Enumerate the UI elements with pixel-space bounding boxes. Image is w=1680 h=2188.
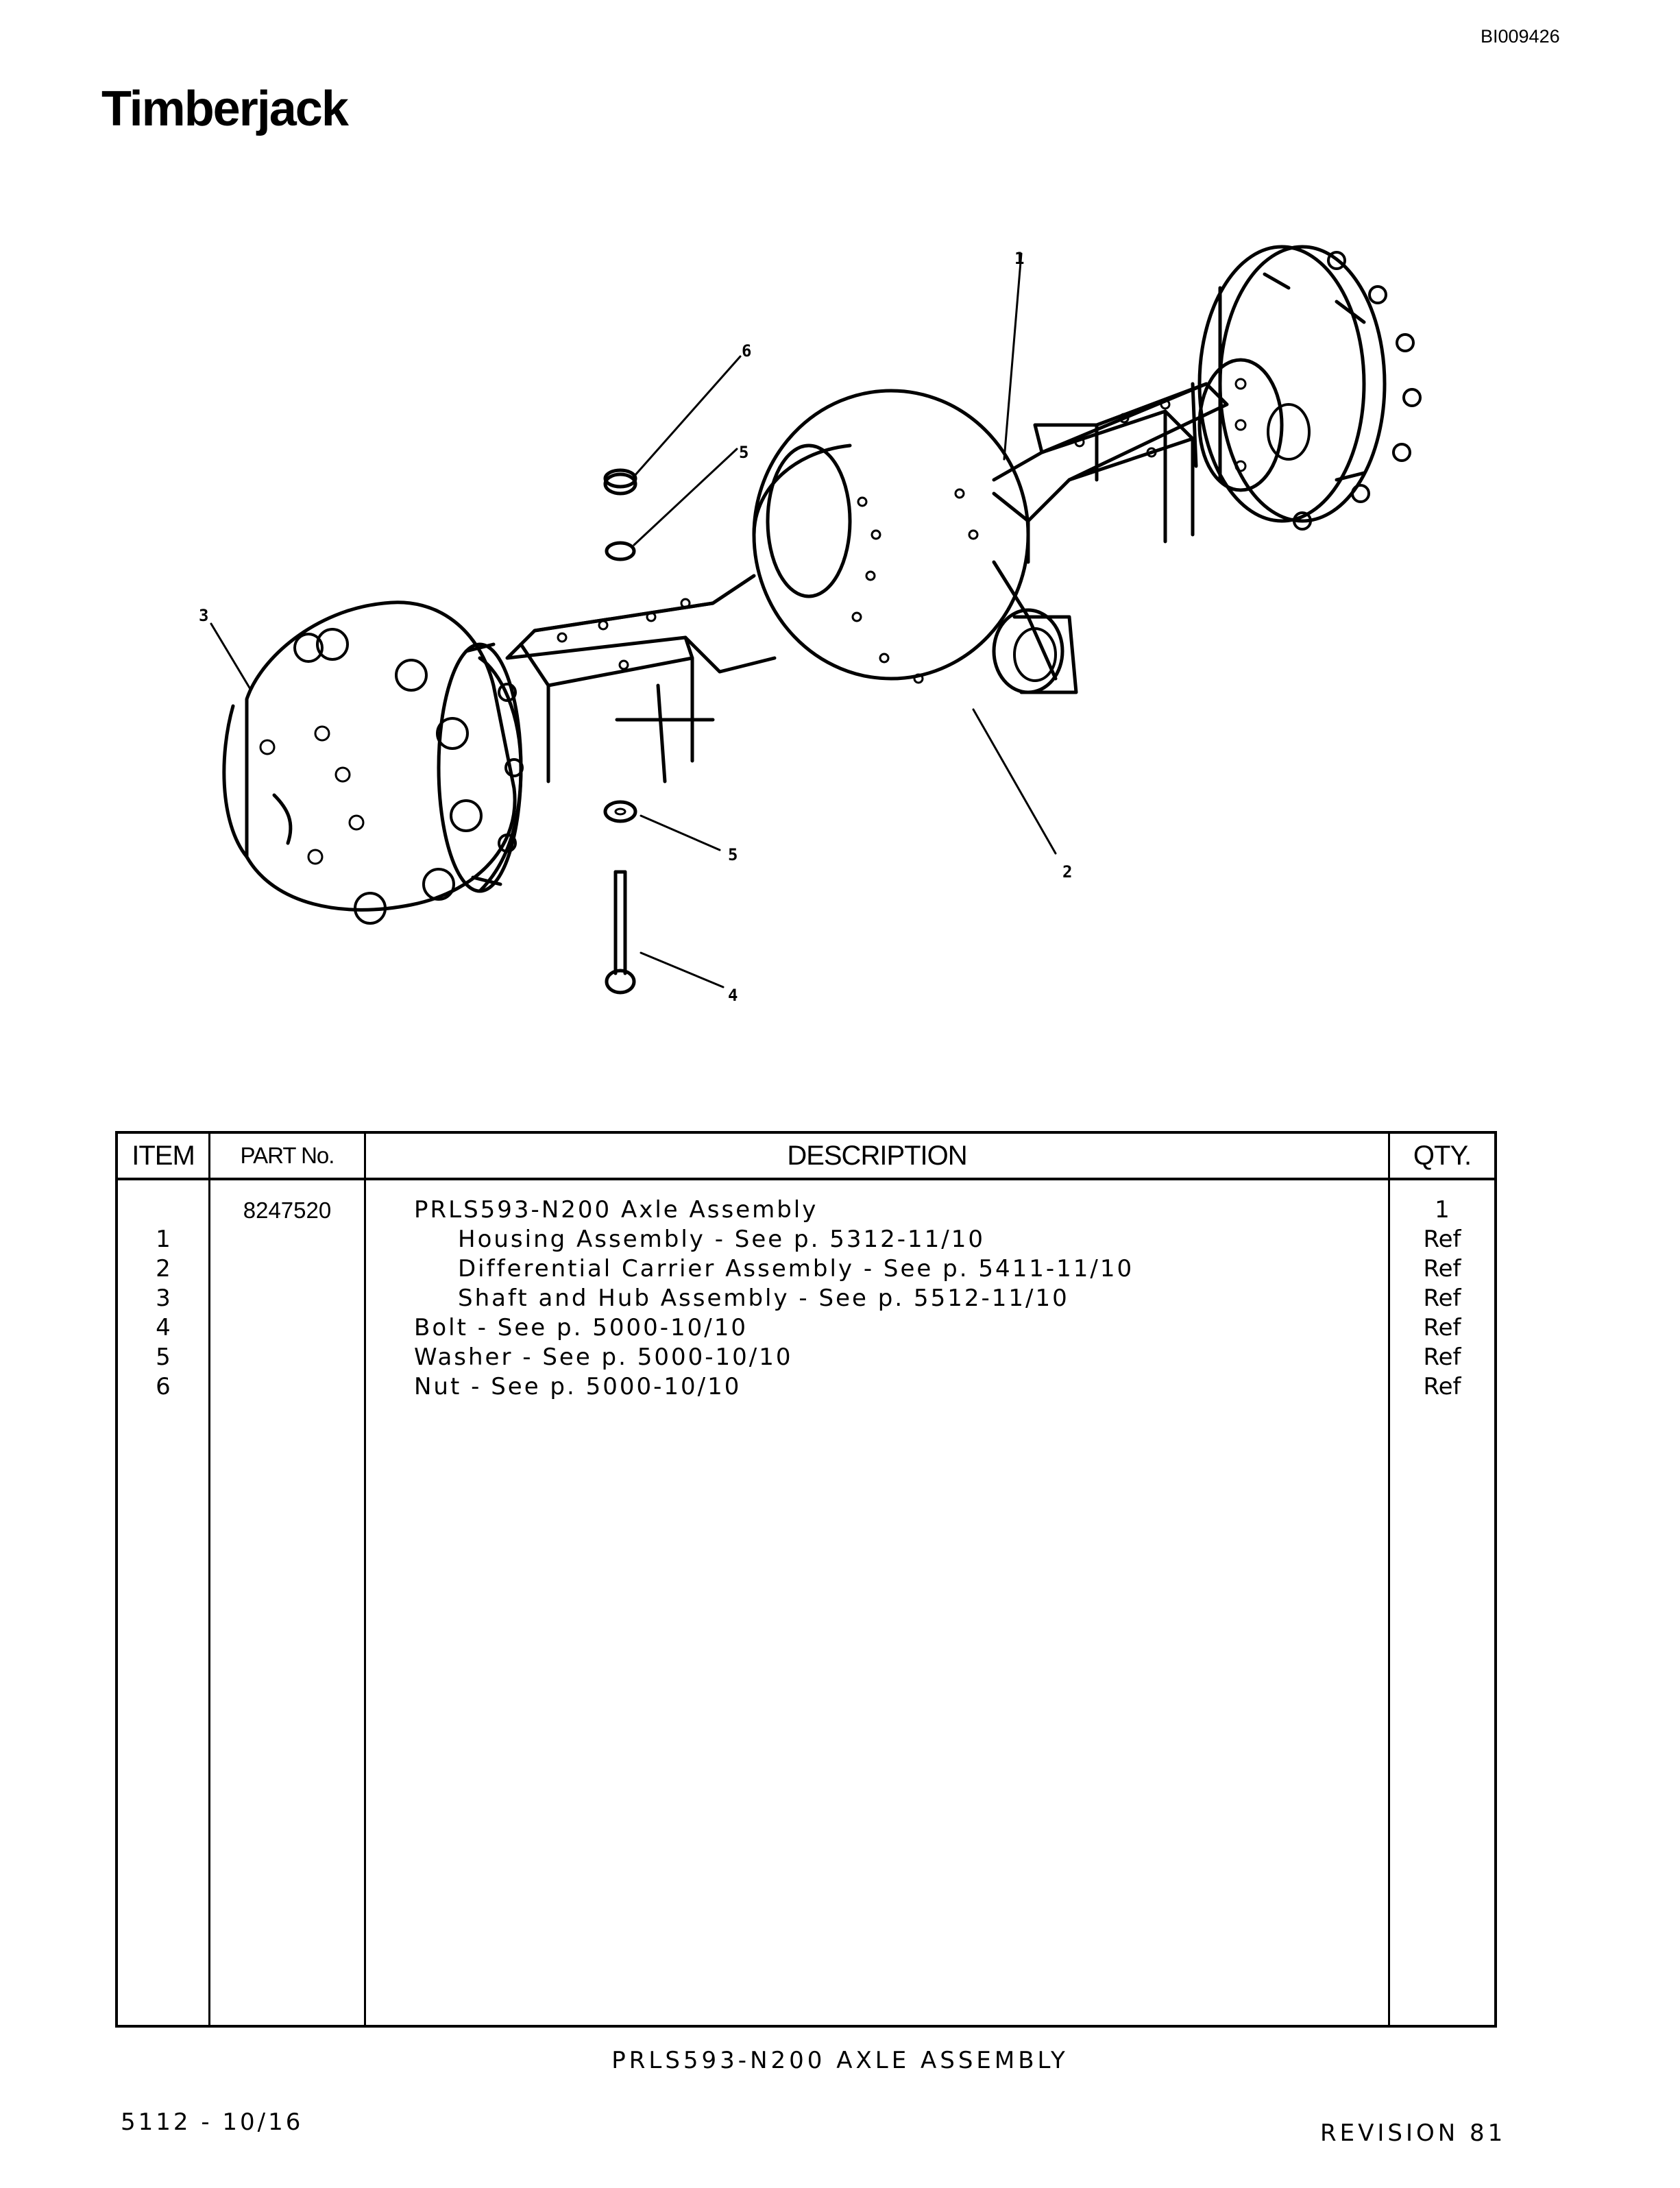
- item-cell: 2: [156, 1255, 171, 1283]
- brand-logo: Timberjack: [101, 82, 349, 136]
- callout-5-lower: 5: [728, 845, 738, 864]
- bolt-drawing: [605, 870, 636, 995]
- description-cell: PRLS593-N200 Axle Assembly: [414, 1196, 818, 1224]
- callout-3: 3: [199, 606, 208, 625]
- qty-column: 1 Ref Ref Ref Ref Ref Ref: [1388, 1179, 1497, 2026]
- description-cell: Bolt - See p. 5000-10/10: [414, 1314, 748, 1341]
- item-cell: 4: [156, 1314, 171, 1341]
- right-hub-drawing: [1191, 245, 1422, 531]
- left-hub-drawing: [222, 600, 524, 925]
- qty-cell: Ref: [1423, 1226, 1461, 1253]
- description-cell: Shaft and Hub Assembly - See p. 5512-11/…: [458, 1285, 1069, 1312]
- differential-housing-drawing: [752, 389, 1078, 694]
- description-cell: Nut - See p. 5000-10/10: [414, 1373, 742, 1400]
- part-no-cell: 8247520: [243, 1198, 332, 1223]
- item-cell: [119, 1195, 208, 1225]
- header-item: ITEM: [115, 1131, 210, 1180]
- header-part-no: PART No.: [208, 1131, 366, 1180]
- item-cell: 6: [156, 1373, 171, 1400]
- part-no-column: 8247520: [208, 1179, 366, 2026]
- callout-1: 1: [1014, 249, 1024, 268]
- callout-5-upper: 5: [739, 443, 748, 462]
- document-id: BI009426: [1481, 26, 1560, 47]
- axle-assembly-illustration: 1 2 3 4 5 5 6: [199, 245, 1422, 1005]
- callout-6: 6: [742, 341, 751, 361]
- header-description: DESCRIPTION: [364, 1131, 1390, 1180]
- figure-caption: PRLS593-N200 AXLE ASSEMBLY: [611, 2047, 1069, 2074]
- table-body-row: 1 2 3 4 5 6 8247520 PRLS593-N200 Axle As…: [115, 1179, 1497, 2026]
- callout-2: 2: [1062, 862, 1072, 882]
- item-cell: 1: [156, 1226, 171, 1253]
- header-qty: QTY.: [1388, 1131, 1497, 1180]
- description-cell: Housing Assembly - See p. 5312-11/10: [458, 1226, 985, 1253]
- item-column: 1 2 3 4 5 6: [115, 1179, 210, 2026]
- description-cell: Differential Carrier Assembly - See p. 5…: [458, 1255, 1134, 1283]
- parts-table: ITEM PART No. DESCRIPTION QTY. 1 2 3 4 5…: [115, 1131, 1497, 2028]
- qty-cell: Ref: [1423, 1314, 1461, 1341]
- nut-washer-drawing: [603, 468, 637, 823]
- callout-leaders: [210, 252, 1057, 988]
- item-cell: 5: [156, 1344, 171, 1371]
- left-axle-arm-drawing: [505, 574, 777, 783]
- callout-4: 4: [728, 986, 738, 1005]
- page-number: 5112 - 10/16: [121, 2108, 304, 2136]
- revision-label: REVISION 81: [1320, 2119, 1507, 2147]
- description-column: PRLS593-N200 Axle Assembly Housing Assem…: [364, 1179, 1390, 2026]
- qty-cell: 1: [1435, 1196, 1450, 1224]
- qty-cell: Ref: [1423, 1344, 1461, 1371]
- description-cell: Washer - See p. 5000-10/10: [414, 1344, 793, 1371]
- qty-cell: Ref: [1423, 1285, 1461, 1312]
- item-cell: 3: [156, 1285, 171, 1312]
- table-header-row: ITEM PART No. DESCRIPTION QTY.: [115, 1131, 1497, 1180]
- qty-cell: Ref: [1423, 1255, 1461, 1283]
- qty-cell: Ref: [1423, 1373, 1461, 1400]
